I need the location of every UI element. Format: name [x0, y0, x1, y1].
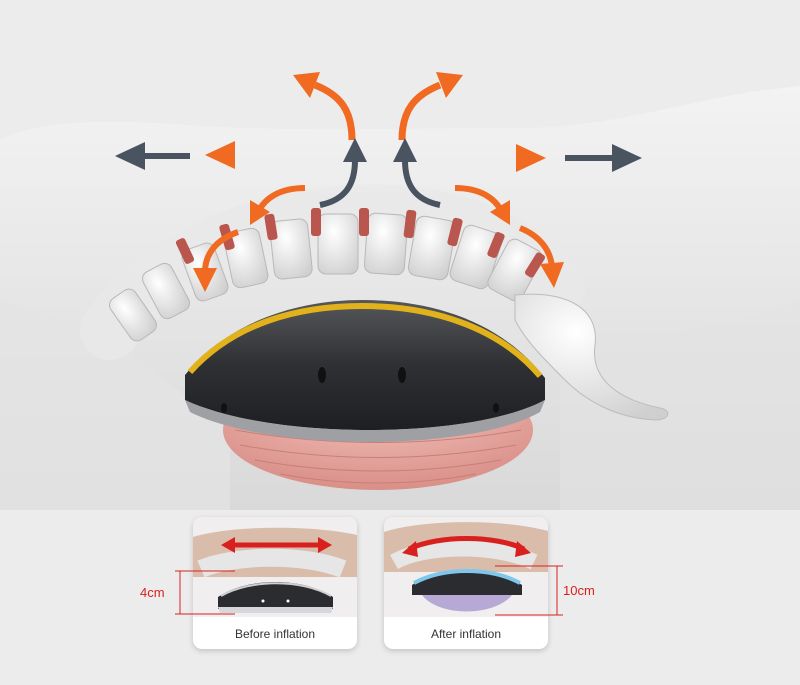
arrow-gray-up-left-icon — [319, 138, 367, 208]
before-measurement-label: 4cm — [140, 585, 165, 600]
before-inflation-card: Before inflation — [193, 517, 357, 649]
arrow-gray-left-icon — [115, 142, 190, 170]
arrow-gray-right-icon — [565, 144, 642, 172]
arrow-orange-up-left-icon — [293, 72, 356, 141]
arrow-orange-lower-right-icon — [518, 225, 564, 288]
after-measure-bracket — [495, 565, 563, 616]
stretcher-device — [185, 300, 545, 442]
hero-illustration — [0, 72, 800, 510]
arrow-orange-lower-left-icon — [193, 229, 240, 292]
spine-illustration — [80, 184, 669, 421]
after-inflation-caption: After inflation — [430, 627, 502, 641]
before-measure-bracket — [175, 570, 235, 615]
arrow-orange-outer-right-icon — [454, 185, 510, 225]
after-inflation-image — [384, 517, 548, 617]
after-measurement-label: 10cm — [563, 583, 595, 598]
body-shadow — [0, 300, 230, 510]
after-inflation-card: After inflation — [384, 517, 548, 649]
arrow-orange-up-right-icon — [398, 72, 463, 141]
before-inflation-caption: Before inflation — [234, 627, 316, 641]
arrow-gray-up-right-icon — [393, 138, 441, 208]
arrow-orange-right-icon — [470, 144, 546, 172]
before-inflation-image — [193, 517, 357, 617]
force-arrows — [115, 72, 642, 292]
arrow-orange-outer-left-icon — [250, 185, 306, 225]
arrow-orange-left-icon — [205, 141, 280, 169]
